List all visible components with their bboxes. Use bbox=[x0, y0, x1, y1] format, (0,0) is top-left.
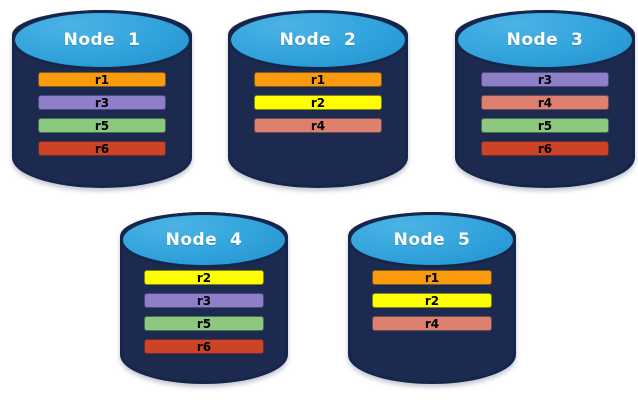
shard-label: r3 bbox=[196, 293, 212, 308]
shard-bar-r2[interactable]: r2 bbox=[144, 270, 264, 285]
shard-label: r4 bbox=[537, 95, 553, 110]
shard-list: r1 r3 r5 r6 bbox=[12, 72, 192, 156]
shard-list: r3 r4 r5 r6 bbox=[455, 72, 635, 156]
database-node-4[interactable]: Node 4 r2 r3 r5 r6 bbox=[120, 212, 288, 384]
shard-label: r5 bbox=[196, 316, 212, 331]
shard-list: r1 r2 r4 bbox=[228, 72, 408, 133]
cylinder-top-ellipse-icon: Node 2 bbox=[228, 10, 408, 70]
shard-bar-r1[interactable]: r1 bbox=[254, 72, 382, 87]
shard-bar-r3[interactable]: r3 bbox=[38, 95, 166, 110]
shard-label: r6 bbox=[196, 339, 212, 354]
shard-bar-r2[interactable]: r2 bbox=[254, 95, 382, 110]
shard-bar-r4[interactable]: r4 bbox=[481, 95, 609, 110]
shard-label: r6 bbox=[94, 141, 110, 156]
cylinder-top-ellipse-icon: Node 1 bbox=[12, 10, 192, 70]
shard-bar-r5[interactable]: r5 bbox=[481, 118, 609, 133]
cylinder-top-ellipse-icon: Node 5 bbox=[348, 212, 516, 268]
shard-label: r5 bbox=[537, 118, 553, 133]
cylinder-top-ellipse-icon: Node 4 bbox=[120, 212, 288, 268]
shard-bar-r1[interactable]: r1 bbox=[38, 72, 166, 87]
shard-label: r1 bbox=[310, 72, 326, 87]
shard-label: r2 bbox=[424, 293, 440, 308]
shard-label: r1 bbox=[424, 270, 440, 285]
shard-label: r4 bbox=[424, 316, 440, 331]
node-title: Node 2 bbox=[279, 30, 357, 50]
shard-label: r3 bbox=[537, 72, 553, 87]
shard-bar-r6[interactable]: r6 bbox=[38, 141, 166, 156]
cylinder-top-ellipse-icon: Node 3 bbox=[455, 10, 635, 70]
node-title: Node 4 bbox=[165, 230, 243, 250]
database-node-2[interactable]: Node 2 r1 r2 r4 bbox=[228, 10, 408, 188]
shard-bar-r3[interactable]: r3 bbox=[481, 72, 609, 87]
node-title: Node 3 bbox=[506, 30, 584, 50]
shard-list: r1 r2 r4 bbox=[348, 270, 516, 331]
shard-label: r2 bbox=[310, 95, 326, 110]
shard-label: r2 bbox=[196, 270, 212, 285]
shard-bar-r4[interactable]: r4 bbox=[372, 316, 492, 331]
shard-bar-r6[interactable]: r6 bbox=[481, 141, 609, 156]
shard-label: r6 bbox=[537, 141, 553, 156]
shard-label: r4 bbox=[310, 118, 326, 133]
shard-label: r3 bbox=[94, 95, 110, 110]
shard-bar-r5[interactable]: r5 bbox=[38, 118, 166, 133]
shard-bar-r2[interactable]: r2 bbox=[372, 293, 492, 308]
shard-label: r1 bbox=[94, 72, 110, 87]
database-node-5[interactable]: Node 5 r1 r2 r4 bbox=[348, 212, 516, 384]
shard-bar-r4[interactable]: r4 bbox=[254, 118, 382, 133]
database-node-1[interactable]: Node 1 r1 r3 r5 r6 bbox=[12, 10, 192, 188]
shard-bar-r6[interactable]: r6 bbox=[144, 339, 264, 354]
node-title: Node 1 bbox=[63, 30, 141, 50]
shard-bar-r1[interactable]: r1 bbox=[372, 270, 492, 285]
shard-label: r5 bbox=[94, 118, 110, 133]
shard-bar-r5[interactable]: r5 bbox=[144, 316, 264, 331]
shard-list: r2 r3 r5 r6 bbox=[120, 270, 288, 354]
database-node-3[interactable]: Node 3 r3 r4 r5 r6 bbox=[455, 10, 635, 188]
shard-bar-r3[interactable]: r3 bbox=[144, 293, 264, 308]
node-title: Node 5 bbox=[393, 230, 471, 250]
